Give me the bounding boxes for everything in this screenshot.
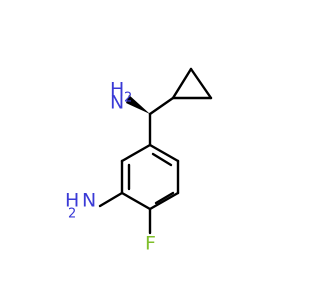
ring-bond-4 — [148, 191, 180, 211]
fluorine-label: F — [145, 233, 156, 255]
top-amine-subscript: 2 — [124, 91, 132, 106]
left-amine-label: H N 2 — [65, 190, 96, 222]
top-amine-h: H — [110, 79, 124, 101]
top-amine-label: H N 2 — [110, 79, 132, 114]
left-amine-h: H — [65, 190, 79, 212]
bond-to-left-amine — [98, 191, 124, 208]
bond-to-cyclopropyl — [148, 96, 175, 116]
wedge-bond-to-top-amine — [126, 95, 150, 114]
cyclopropyl-bond-2 — [189, 67, 213, 100]
ring-bond-1 — [120, 143, 152, 163]
top-amine-n: N — [110, 92, 124, 114]
ring-bond-3 — [120, 191, 152, 211]
bond-group — [98, 67, 213, 235]
ring-double-bond-top-right — [151, 152, 173, 167]
molecule-canvas: H N 2 H N 2 F — [65, 67, 213, 255]
left-amine-subscript: 2 — [68, 207, 76, 222]
ring-bond-6 — [148, 143, 180, 163]
cyclopropyl-bond-1 — [171, 67, 193, 100]
left-amine-n: N — [82, 190, 96, 212]
molecule-structure: H N 2 H N 2 F — [65, 67, 213, 255]
ring-double-bond-bottom-right — [154, 191, 175, 205]
